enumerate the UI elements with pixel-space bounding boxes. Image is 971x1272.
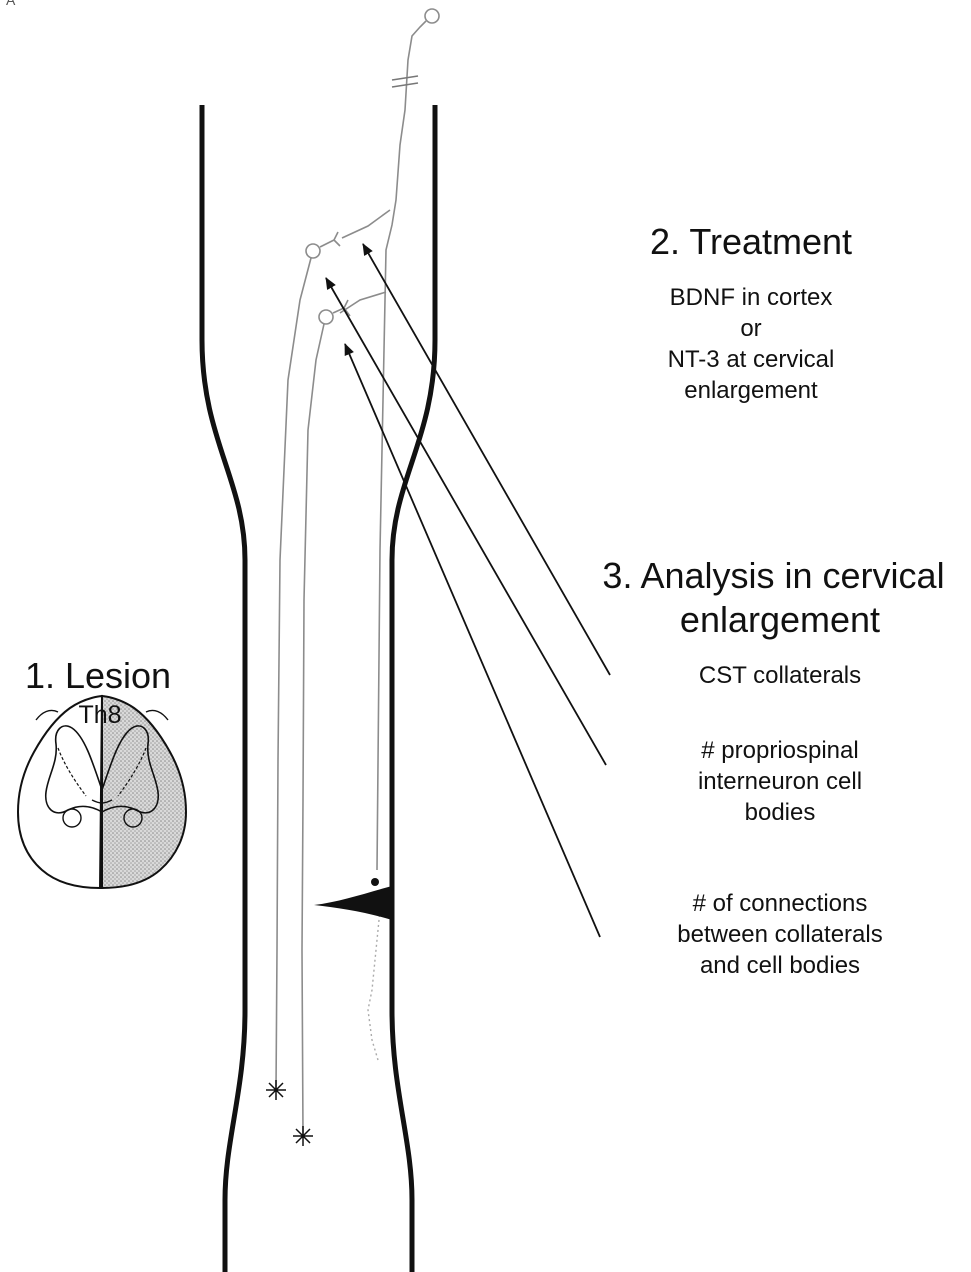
cortical-cell-body [425, 9, 439, 23]
cord-right-wall [392, 105, 435, 1272]
analysis-item-2-line-2: interneuron cell [600, 766, 960, 797]
analysis-item-connections: # of connections between collaterals and… [600, 888, 960, 981]
treatment-title: 2. Treatment [606, 222, 896, 262]
interneuron-body-2 [319, 310, 333, 324]
lesion-title: 1. Lesion [0, 656, 196, 696]
cut-mark-1 [392, 76, 418, 80]
lesion-level: Th8 [40, 700, 160, 731]
cst-axon-end [371, 878, 379, 886]
treatment-line-2: or [606, 313, 896, 344]
panel-letter: A [6, 0, 15, 8]
interneuron-body-1 [306, 244, 320, 258]
arrow-cst-collaterals [363, 244, 610, 675]
annotation-arrows [326, 244, 610, 937]
degenerating-axon [368, 910, 380, 1060]
arrow-connections [345, 344, 600, 937]
terminal-star-1 [266, 1080, 286, 1100]
analysis-title-line-1: 3. Analysis in cervical [576, 556, 971, 596]
cord-left-wall [202, 105, 245, 1272]
treatment-line-4: enlargement [606, 375, 896, 406]
treatment-lines: BDNF in cortex or NT-3 at cervical enlar… [606, 282, 896, 406]
analysis-item-3-line-3: and cell bodies [600, 950, 960, 981]
cst-collateral-1 [342, 210, 390, 238]
analysis-item-interneuron-bodies: # propriospinal interneuron cell bodies [600, 735, 960, 828]
analysis-item-cst-collaterals: CST collaterals [600, 660, 960, 691]
cut-mark-2 [392, 83, 418, 87]
interneuron-synapse-1 [320, 232, 340, 247]
terminal-star-2 [293, 1126, 313, 1146]
propriospinal-interneurons [276, 232, 350, 1135]
treatment-line-1: BDNF in cortex [606, 282, 896, 313]
lesion-wedge [314, 886, 392, 920]
arrow-interneuron-bodies [326, 278, 606, 765]
analysis-item-2-line-3: bodies [600, 797, 960, 828]
interneuron-terminals [266, 1080, 313, 1146]
analysis-title-line-2: enlargement [600, 600, 960, 640]
analysis-item-2-line-1: # propriospinal [600, 735, 960, 766]
treatment-line-3: NT-3 at cervical [606, 344, 896, 375]
analysis-item-3-line-2: between collaterals [600, 919, 960, 950]
analysis-item-1-line-1: CST collaterals [600, 660, 960, 691]
analysis-item-3-line-1: # of connections [600, 888, 960, 919]
